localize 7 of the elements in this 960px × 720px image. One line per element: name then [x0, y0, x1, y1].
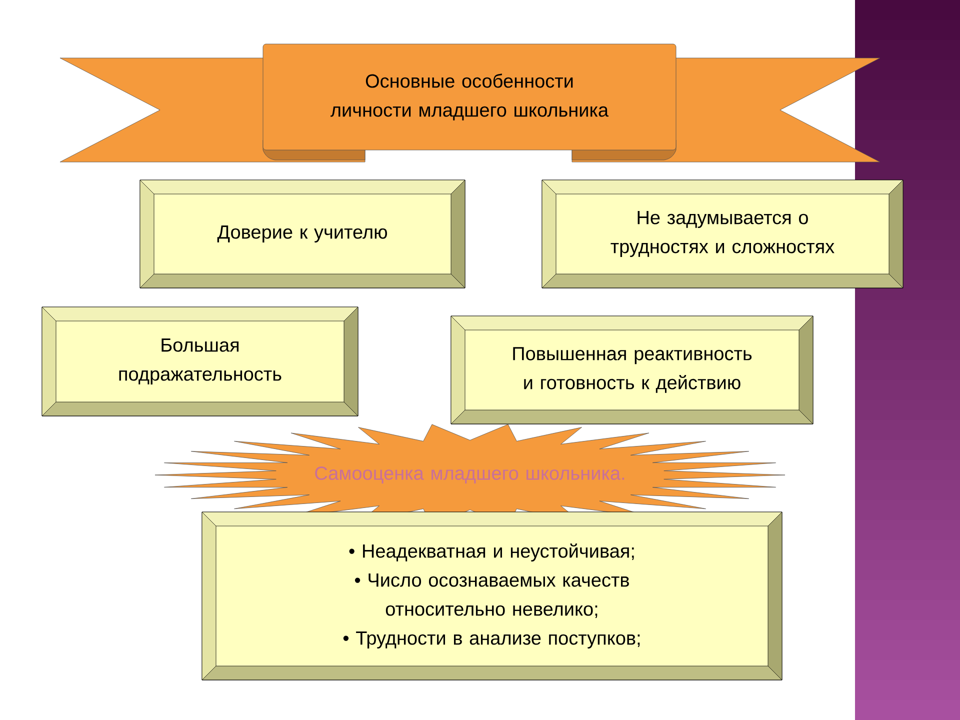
banner-ribbon: Основные особенности личности младшего школьника [60, 44, 880, 162]
bevel-box: Доверие к учителю [140, 180, 466, 288]
bevel-box: • Неадекватная и неустойчивая; • Число осознаваемых качеств относительно невелико; • Трудности в анализе поступков; [202, 512, 782, 680]
bevel-box: Повышенная реактивность и готовность к действию [450, 316, 814, 424]
starburst: Самооценка младшего школьника. [154, 424, 786, 526]
bevel-box: Большая подражательность [42, 306, 358, 416]
bevel-box: Не задумывается о трудностях и сложностях [542, 180, 904, 288]
